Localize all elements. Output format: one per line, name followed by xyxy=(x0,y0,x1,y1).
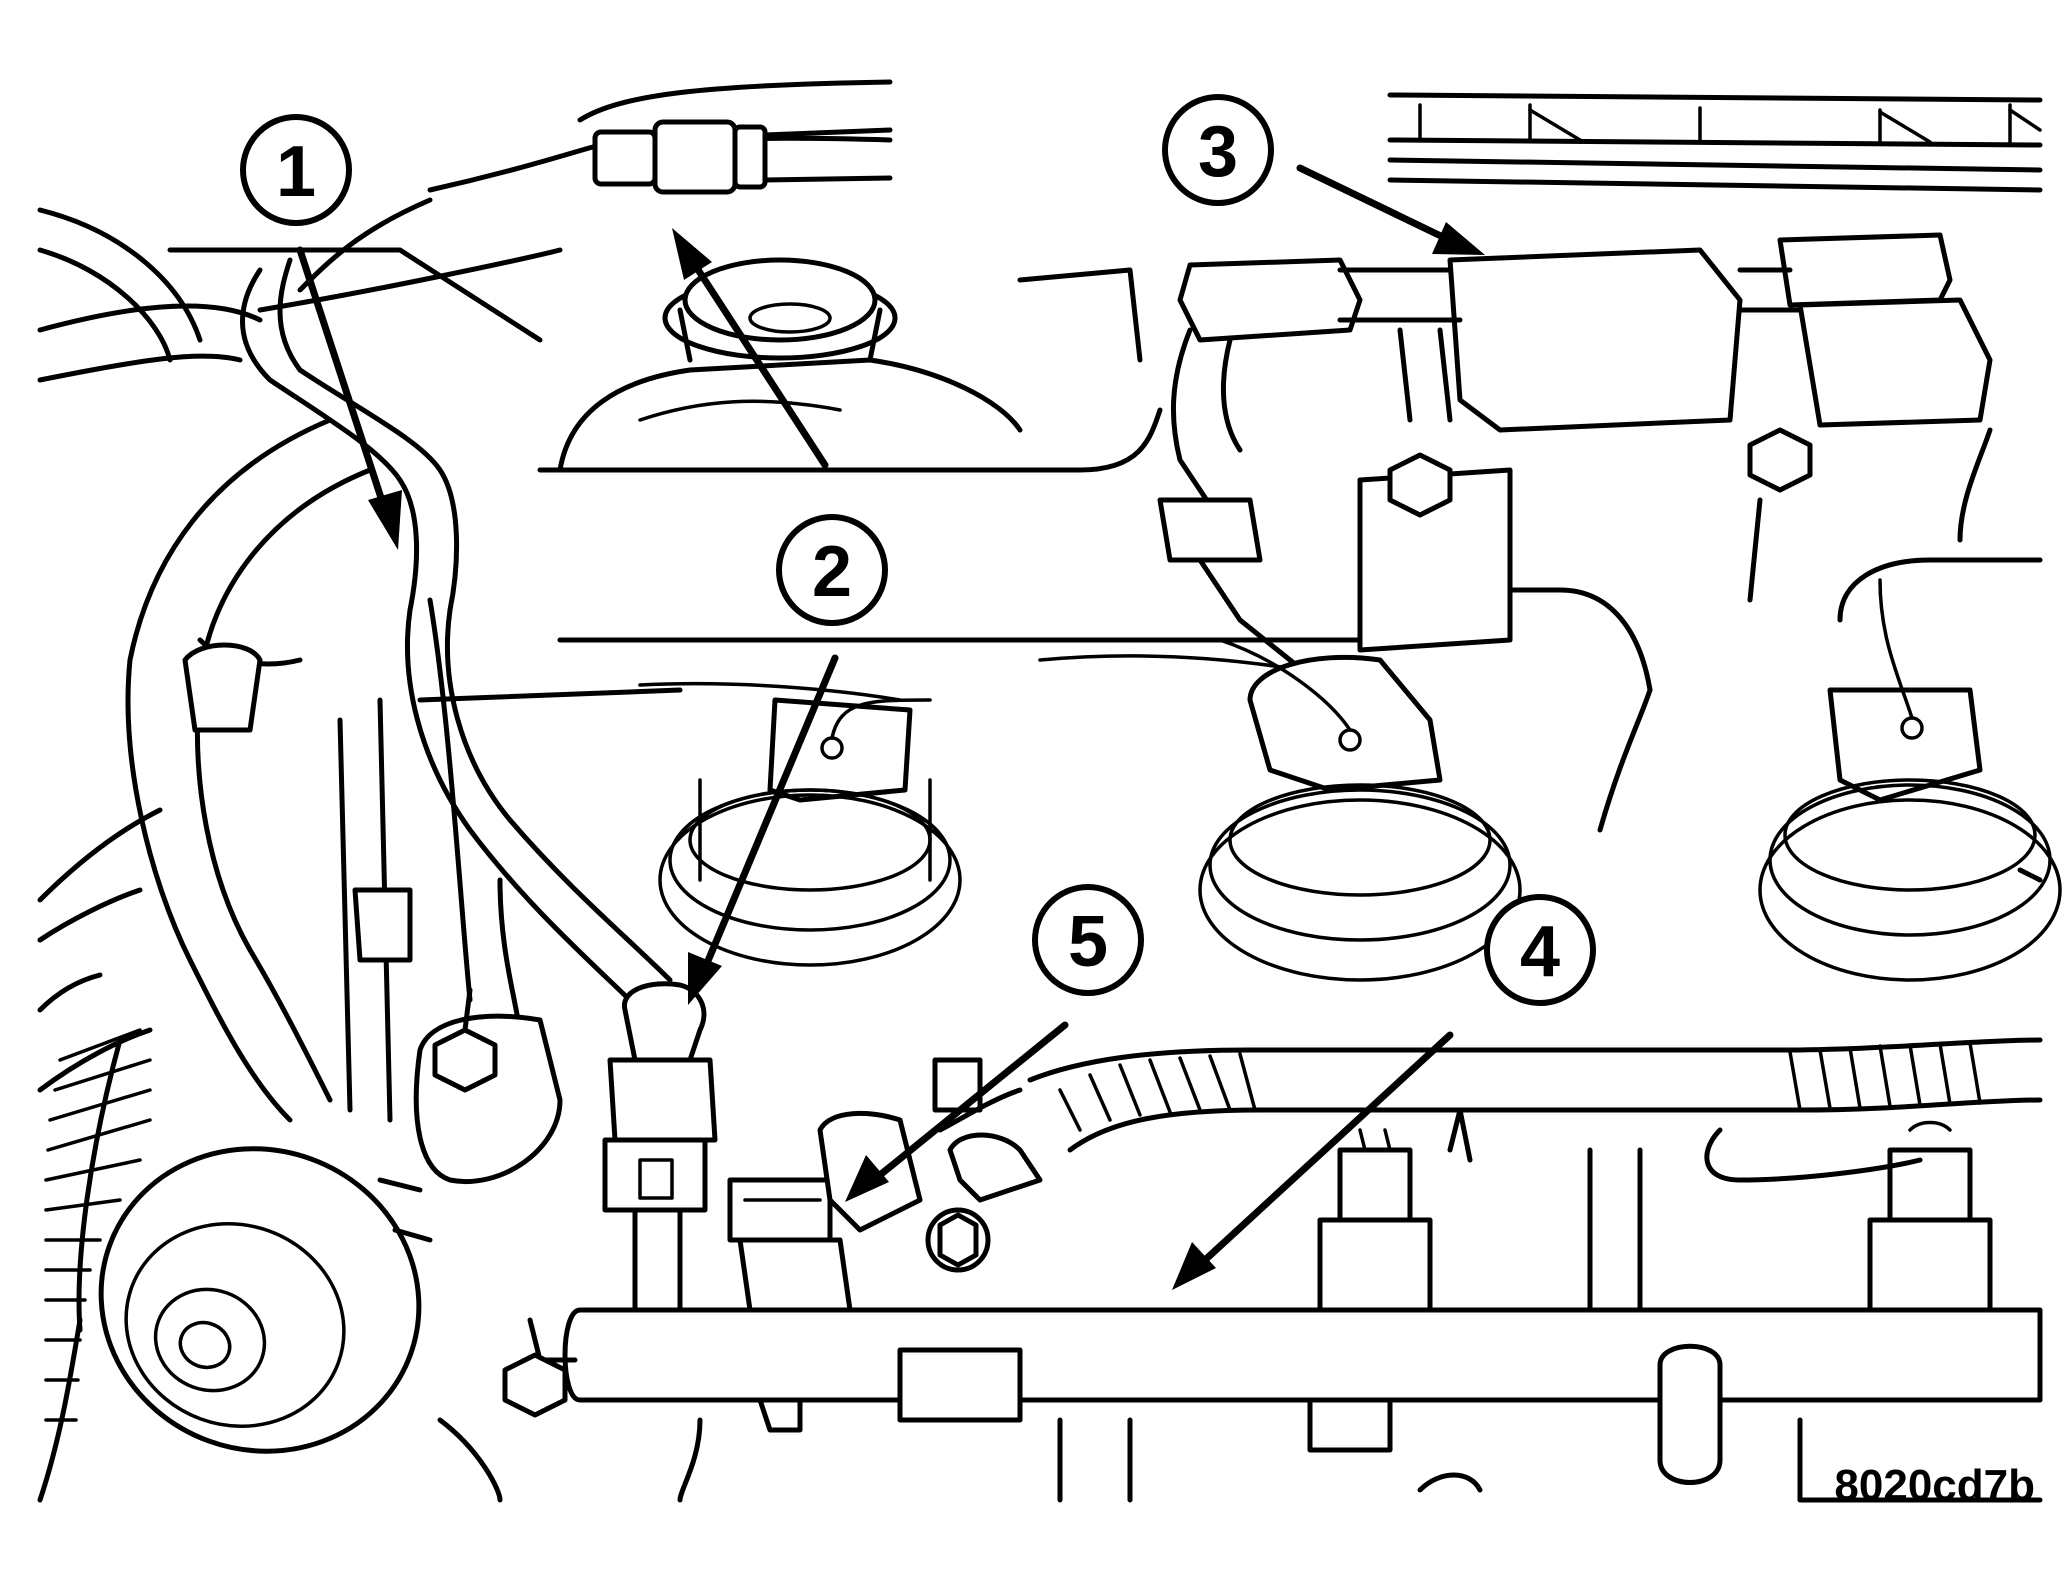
callout-3-label: 3 xyxy=(1198,112,1238,192)
leader-5 xyxy=(876,1021,1069,1179)
injector-left xyxy=(727,1177,853,1313)
arrowhead-4 xyxy=(1172,1242,1216,1290)
callout-3: 3 xyxy=(1162,94,1274,206)
callout-4-label: 4 xyxy=(1520,912,1560,992)
callout-4: 4 xyxy=(1484,894,1596,1006)
ribbed-intake-hose xyxy=(37,1027,153,1503)
engine-body-line-art xyxy=(37,79,2062,1503)
arrowhead-2-up xyxy=(672,228,712,280)
coolant-cap xyxy=(98,1146,433,1454)
callout-2-label: 2 xyxy=(812,532,852,612)
injector-center xyxy=(1317,1128,1433,1313)
leader-3 xyxy=(1296,164,1449,242)
callout-1-label: 1 xyxy=(276,132,316,212)
figure-id: 8020cd7b xyxy=(1834,1461,2035,1510)
callout-leaders xyxy=(296,164,1485,1290)
callout-5-label: 5 xyxy=(1068,902,1108,982)
fuel-injectors xyxy=(727,1120,1993,1313)
injector-electrical-connector xyxy=(817,1057,1043,1273)
callout-2: 2 xyxy=(776,514,888,626)
valve-cover-outline xyxy=(417,267,2043,1043)
mounting-bolt-boss xyxy=(413,987,563,1184)
fuel-supply-line xyxy=(240,257,718,1313)
arrowhead-1 xyxy=(368,490,402,550)
fuel-rail xyxy=(437,1307,2043,1503)
arrowhead-5 xyxy=(845,1155,889,1202)
fuel-line-quick-connect-top xyxy=(592,119,893,195)
oil-filler-cap xyxy=(557,257,1023,473)
callout-5: 5 xyxy=(1032,884,1144,996)
injector-right xyxy=(1867,1120,1993,1313)
leader-2-down xyxy=(701,654,839,972)
callouts: 1 2 3 4 5 xyxy=(240,94,1596,1006)
ignition-coil-pack xyxy=(1157,232,1993,703)
boot-center xyxy=(1198,638,1522,982)
arrowhead-2-down xyxy=(688,952,722,1005)
wiring-harness xyxy=(937,1037,2043,1313)
arrowhead-3 xyxy=(1432,222,1485,255)
leader-2-up xyxy=(691,261,829,469)
leader-1 xyxy=(296,246,389,514)
leader-4 xyxy=(1201,1031,1454,1264)
air-box-outline xyxy=(1387,92,2043,193)
boot-left xyxy=(658,697,962,967)
heater-hose xyxy=(125,417,373,1123)
accessory-bracket xyxy=(37,597,473,1123)
boot-right xyxy=(1758,578,2062,982)
callout-1: 1 xyxy=(240,114,352,226)
